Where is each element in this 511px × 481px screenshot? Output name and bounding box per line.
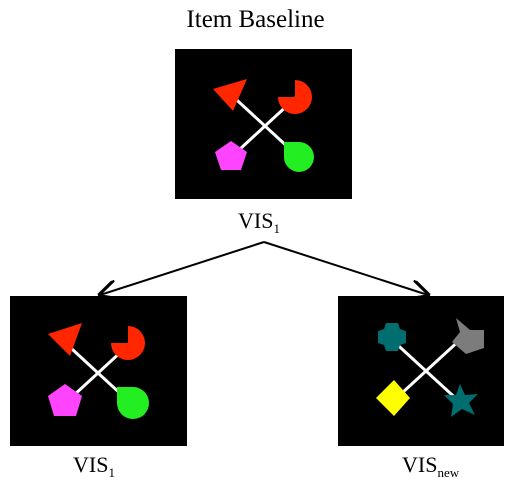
visnew-label: VISnew xyxy=(402,452,460,480)
red-pacman-icon xyxy=(278,80,312,114)
teal-star-icon xyxy=(444,384,478,417)
magenta-pentagon-icon xyxy=(48,384,82,416)
baseline-panel xyxy=(175,49,352,199)
gray-chevron-icon xyxy=(452,318,484,354)
green-teardrop-icon xyxy=(284,142,314,172)
vis1-label: VIS1 xyxy=(73,452,115,480)
visnew-panel xyxy=(338,296,504,446)
teal-cross-icon xyxy=(378,323,406,351)
red-pacman-icon xyxy=(111,326,145,360)
yellow-diamond-icon xyxy=(376,380,410,416)
baseline-label: VIS1 xyxy=(238,208,280,236)
red-triangle-icon xyxy=(213,79,247,111)
arrow-left xyxy=(100,241,265,295)
diagram-title: Item Baseline xyxy=(186,6,325,33)
arrow-right xyxy=(263,241,428,295)
vis1-panel xyxy=(10,296,187,446)
green-teardrop-icon xyxy=(117,387,149,419)
red-triangle-icon xyxy=(48,323,82,356)
magenta-pentagon-icon xyxy=(215,141,247,170)
